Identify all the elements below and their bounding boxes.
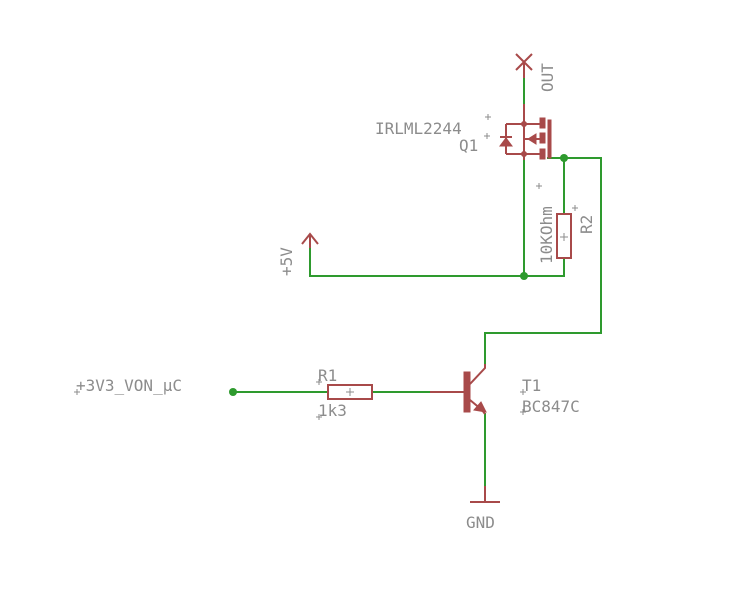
mosfet-diode-leads <box>505 123 524 155</box>
supply-arrow-icon <box>301 232 319 248</box>
r1-value-origin-icon <box>316 414 322 420</box>
label-r1-name: R1 <box>318 366 337 385</box>
r2-name-origin-icon <box>572 205 578 211</box>
r1-name-origin-icon <box>316 379 322 385</box>
label-transistor-value: BC847C <box>522 397 580 416</box>
t1-value-origin-icon <box>520 409 526 415</box>
diode-icon <box>499 137 513 147</box>
r2-origin-icon <box>560 233 568 241</box>
r2-value-origin-icon <box>536 183 542 189</box>
supply-5v-symbol <box>301 232 319 248</box>
t1-emitter-arrow-icon <box>473 401 487 413</box>
wire-gate-node <box>484 157 602 367</box>
r1-body <box>327 384 373 400</box>
r1-origin-icon <box>346 388 354 396</box>
input-net-origin-icon <box>74 389 80 395</box>
label-r2-value: 10KOhm <box>537 206 556 264</box>
resistor-r2 <box>556 213 572 259</box>
transistor-t1 <box>430 364 487 415</box>
mosfet-value-origin-icon <box>485 114 491 120</box>
label-mosfet-name: Q1 <box>459 136 478 155</box>
label-ground: GND <box>466 513 495 532</box>
out-connector <box>515 53 533 78</box>
wire-5v-rail <box>309 245 565 277</box>
t1-name-origin-icon <box>520 389 526 395</box>
label-r2-name: R2 <box>577 215 596 234</box>
label-input-net: +3V3_VON_µC <box>76 376 182 395</box>
wires <box>232 75 602 487</box>
r2-body <box>556 213 572 259</box>
mosfet-channel-top <box>539 117 546 129</box>
mosfet-name-origin-icon <box>484 133 490 139</box>
mosfet-channel-bot <box>539 148 546 160</box>
mosfet-node-bot <box>521 151 527 157</box>
label-r1-value: 1k3 <box>318 401 347 420</box>
junction-gate <box>560 154 568 162</box>
resistor-r1 <box>327 384 373 400</box>
mosfet-drain-lead <box>523 104 542 125</box>
ground-symbol <box>470 486 500 503</box>
label-mosfet-value: IRLML2244 <box>375 119 462 138</box>
label-transistor-name: T1 <box>522 376 541 395</box>
junction-rail <box>520 272 528 280</box>
label-out: OUT <box>538 63 557 92</box>
label-supply-5v: +5V <box>277 247 296 276</box>
mosfet-channel-mid <box>539 132 546 144</box>
mosfet-node-top <box>521 121 527 127</box>
junction-input <box>229 388 237 396</box>
mosfet-q1 <box>499 104 552 160</box>
t1-collector <box>469 364 486 385</box>
t1-base-bar <box>463 371 471 413</box>
mosfet-arrow-icon <box>527 133 537 145</box>
mosfet-gate-bar <box>547 119 552 159</box>
